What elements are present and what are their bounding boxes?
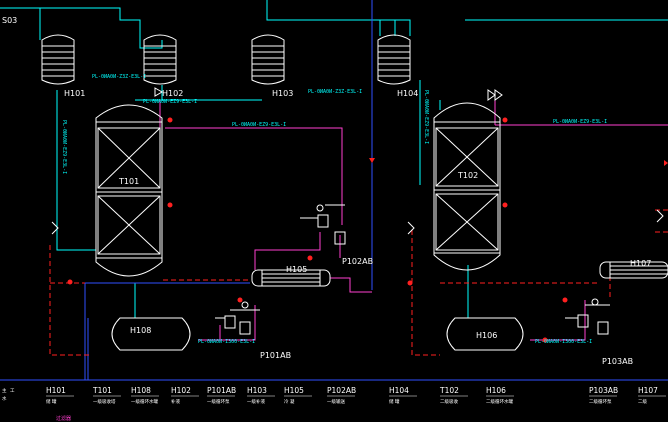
tank-h102 (143, 34, 177, 85)
exchanger-h107 (599, 261, 668, 279)
legend-description: 二级循环泵 (589, 398, 612, 405)
tag-h107: H107 (630, 259, 651, 268)
legend-tag: H107 (638, 386, 658, 395)
line-label-top-left: PL-0ИA0И-Z3Z-E3L-I (92, 74, 146, 80)
legend-description: 一级补液 (247, 398, 265, 405)
legend-description: 二级 (638, 398, 647, 405)
legend-tag: H102 (171, 386, 191, 395)
legend-left-b: 水 (2, 395, 7, 402)
tower-t102 (433, 102, 501, 271)
legend-description: 一级输送 (327, 398, 345, 405)
pump-p101ab (215, 301, 260, 335)
tag-h105: H105 (286, 265, 307, 274)
legend-description: 储 罐 (46, 398, 57, 405)
line-label-t102-top: PL-0ИA0И-EZ9-E3L-I (553, 119, 607, 125)
tag-h108: H108 (130, 326, 151, 335)
tag-h104: H104 (397, 89, 418, 98)
tank-h104 (377, 34, 411, 85)
legend-left-column: 主 水 工 (2, 387, 15, 402)
relief-valves (51, 87, 664, 235)
tank-h101 (41, 34, 75, 85)
legend-tag: P103AB (589, 386, 618, 395)
line-label-h108-out: PL-0ИA0И-I300-E3L-I (198, 339, 255, 345)
corner-text: S03 (2, 16, 17, 25)
legend-description: 二级循环水罐 (486, 398, 513, 405)
legend-description: 一级吸收塔 (93, 398, 116, 405)
legend-description: 储 罐 (389, 398, 400, 405)
vessel-h108 (111, 317, 191, 351)
legend-tag: H104 (389, 386, 409, 395)
line-label-t101-feed: PL-0ИA0И-EZ9-E3L-I (232, 122, 286, 128)
legend-description: 冷 凝 (284, 398, 295, 405)
line-label-left-vertical: PL-0ИA0И-EZ9-E3L-I (61, 120, 67, 174)
line-label-mid-left: PL-0ИA0И-EZ9-E3L-I (143, 99, 197, 105)
legend-tag: T102 (439, 386, 459, 395)
pump-p102ab (300, 204, 346, 245)
tag-h102: H102 (162, 89, 183, 98)
legend-tag: H105 (284, 386, 304, 395)
legend-left-c: 工 (10, 388, 15, 394)
magenta-lines (159, 100, 668, 341)
tower-t101 (95, 104, 163, 277)
legend-tag: T101 (92, 386, 112, 395)
cyan-lines (0, 0, 668, 318)
line-label-top-mid: PL-0ИA0И-Z3Z-E3L-I (308, 89, 362, 95)
legend-tag: H101 (46, 386, 66, 395)
legend-tag: P102AB (327, 386, 356, 395)
red-dashed-lines (49, 209, 668, 356)
tag-h103: H103 (272, 89, 293, 98)
tag-t101: T101 (118, 177, 139, 186)
legend-tag: H106 (486, 386, 506, 395)
tag-h106: H106 (476, 331, 497, 340)
line-label-h106-out: PL-0ИA0И-I300-E3L-I (535, 339, 592, 345)
legend-description: 补液 (171, 398, 180, 405)
equipment-legend: H101 储 罐 T101 一级吸收塔 H108 一级循环水罐 H102 补液 P101AB 一级… (46, 386, 666, 405)
blue-lines (0, 0, 668, 381)
footer-note: 过滤器 (56, 415, 71, 422)
tag-h101: H101 (64, 89, 85, 98)
tag-p103ab: P103AB (602, 357, 633, 366)
legend-tag: H108 (131, 386, 151, 395)
pump-p103ab (565, 298, 610, 335)
legend-description: 二级吸收 (440, 398, 458, 405)
tank-h103 (251, 34, 285, 85)
tag-t102: T102 (457, 171, 478, 180)
legend-tag: P101AB (207, 386, 236, 395)
flow-arrows (369, 158, 668, 166)
exchanger-h105 (251, 269, 331, 287)
legend-left-a: 主 (2, 387, 7, 394)
legend-tag: H103 (247, 386, 267, 395)
line-label-t102-vertical: PL-0ИA0И-EZ9-E3L-I (423, 90, 429, 144)
vessel-h106 (446, 317, 524, 351)
legend-description: 一级循环水罐 (131, 398, 158, 405)
tag-p101ab: P101AB (260, 351, 291, 360)
legend-description: 一级循环泵 (207, 398, 230, 405)
instrument-dots (67, 117, 568, 343)
tag-p102ab: P102AB (342, 257, 373, 266)
